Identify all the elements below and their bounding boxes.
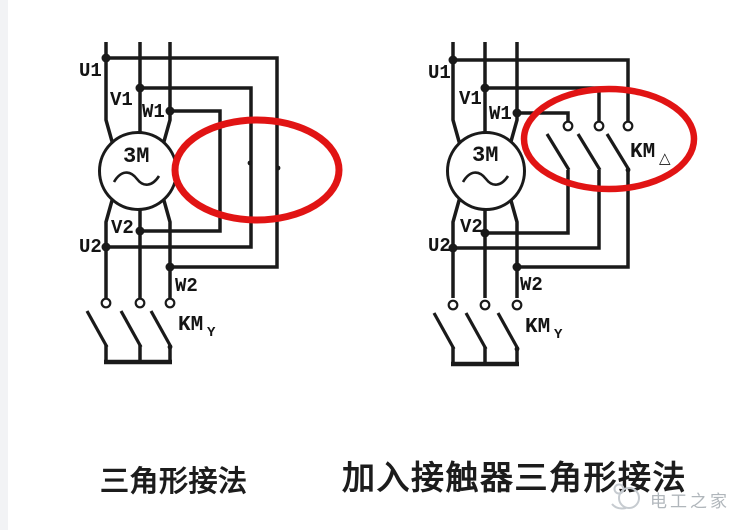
contact-terminal bbox=[511, 299, 523, 311]
link-v1-u2 bbox=[106, 86, 253, 249]
junction-dot bbox=[512, 262, 522, 272]
contactor-label-km-delta: KM bbox=[630, 141, 655, 164]
contact-blade bbox=[464, 312, 488, 350]
junction-dot bbox=[512, 108, 522, 118]
terminal-label-v2: V2 bbox=[460, 216, 483, 238]
contact-terminal bbox=[447, 299, 459, 311]
contact-blade bbox=[119, 310, 143, 348]
wire-u1 bbox=[451, 42, 462, 146]
contactor-label-km-star: KM bbox=[178, 314, 203, 337]
terminal-label-v1: V1 bbox=[459, 88, 482, 110]
terminal-label-w1: W1 bbox=[142, 101, 165, 123]
terminal-label-u2: U2 bbox=[79, 236, 102, 258]
junction-dot bbox=[101, 242, 111, 252]
right-km-star-contactor bbox=[432, 299, 523, 367]
right-diagram: 3M U1 V1 W1 V2 U2 W2 KM △ KM bbox=[428, 42, 698, 367]
wire-u1 bbox=[104, 42, 115, 146]
terminal-label-v2: V2 bbox=[111, 217, 134, 239]
link-u1-w2 bbox=[106, 56, 279, 269]
contact-blade bbox=[576, 133, 602, 171]
lead-u2 bbox=[451, 196, 462, 298]
blade-pivot-dot bbox=[167, 344, 173, 350]
motor-label: 3M bbox=[123, 144, 149, 169]
left-km-star-contactor bbox=[85, 297, 176, 365]
contact-terminal bbox=[593, 120, 605, 132]
highlight-ellipse-left bbox=[171, 116, 343, 224]
wire-w1 bbox=[161, 42, 172, 146]
contactor-subscript-star: Y bbox=[207, 325, 216, 341]
terminal-label-u1: U1 bbox=[428, 62, 451, 84]
contact-blade bbox=[545, 133, 571, 171]
contactor-subscript-delta: △ bbox=[659, 149, 671, 167]
contact-blade bbox=[149, 310, 173, 348]
junction-dot bbox=[448, 55, 458, 65]
right-motor-leads bbox=[451, 196, 519, 298]
link-u1-contact bbox=[453, 58, 630, 121]
junction-dot bbox=[165, 106, 175, 116]
right-km-delta-contactor bbox=[453, 58, 634, 269]
contact-terminal bbox=[562, 120, 574, 132]
junction-dot bbox=[135, 226, 145, 236]
contact-terminal bbox=[622, 120, 634, 132]
motor-label: 3M bbox=[472, 143, 498, 168]
link-contact-v2 bbox=[485, 170, 570, 235]
residual-contact-dot bbox=[247, 160, 253, 166]
contact-blade bbox=[85, 310, 109, 348]
junction-dot bbox=[101, 53, 111, 63]
junction-dot bbox=[165, 262, 175, 272]
junction-dot bbox=[480, 228, 490, 238]
link-w1-v2 bbox=[140, 109, 222, 233]
terminal-label-w2: W2 bbox=[520, 274, 543, 296]
residual-contact-dot bbox=[275, 165, 281, 171]
junction-dot bbox=[480, 83, 490, 93]
terminal-label-v1: V1 bbox=[110, 89, 133, 111]
contact-terminal bbox=[164, 297, 176, 309]
brand-mascot-icon bbox=[611, 483, 640, 510]
left-diagram: 3M U1 V1 W1 V2 U2 W2 KM Y bbox=[79, 42, 343, 365]
contact-blade bbox=[432, 312, 456, 350]
lead-w2 bbox=[161, 196, 172, 298]
left-delta-links bbox=[106, 56, 279, 269]
terminal-label-w2: W2 bbox=[175, 275, 198, 297]
left-terminal-labels: U1 V1 W1 V2 U2 W2 KM Y bbox=[79, 60, 216, 341]
contactor-label-km-star: KM bbox=[525, 316, 550, 339]
link-w1-contact bbox=[517, 111, 570, 121]
link-contact-u2 bbox=[453, 170, 601, 250]
wire-w1 bbox=[508, 42, 519, 146]
left-junction-dots bbox=[101, 53, 281, 272]
lead-u2 bbox=[104, 196, 115, 298]
terminal-label-u1: U1 bbox=[79, 60, 102, 82]
watermark: 电工之家 bbox=[611, 483, 730, 511]
ac-wave-icon bbox=[461, 171, 510, 186]
caption-left: 三角形接法 bbox=[100, 465, 248, 498]
terminal-label-w1: W1 bbox=[489, 103, 512, 125]
lead-w2 bbox=[508, 196, 519, 298]
contact-blade bbox=[605, 133, 631, 171]
link-contact-w2 bbox=[517, 170, 630, 269]
terminal-label-u2: U2 bbox=[428, 235, 451, 257]
ac-wave-icon bbox=[112, 171, 161, 186]
right-junction-dots bbox=[448, 55, 522, 272]
contact-blade bbox=[496, 312, 520, 350]
junction-dot bbox=[448, 243, 458, 253]
caption-right: 加入接触器三角形接法 bbox=[342, 459, 687, 496]
brand-watermark-text: 电工之家 bbox=[650, 492, 730, 511]
contactor-subscript-star: Y bbox=[554, 327, 563, 343]
highlight-ellipse-right bbox=[520, 85, 698, 193]
contact-terminal bbox=[479, 299, 491, 311]
blade-pivot-dot bbox=[514, 346, 520, 352]
junction-dot bbox=[135, 83, 145, 93]
right-motor: 3M bbox=[446, 131, 526, 211]
page-left-border bbox=[0, 0, 8, 530]
left-motor: 3M bbox=[98, 131, 178, 211]
left-motor-leads bbox=[104, 196, 172, 298]
motor-circle bbox=[446, 131, 526, 211]
contact-terminal bbox=[100, 297, 112, 309]
contact-terminal bbox=[134, 297, 146, 309]
right-terminal-labels: U1 V1 W1 V2 U2 W2 KM △ KM Y bbox=[428, 62, 671, 343]
